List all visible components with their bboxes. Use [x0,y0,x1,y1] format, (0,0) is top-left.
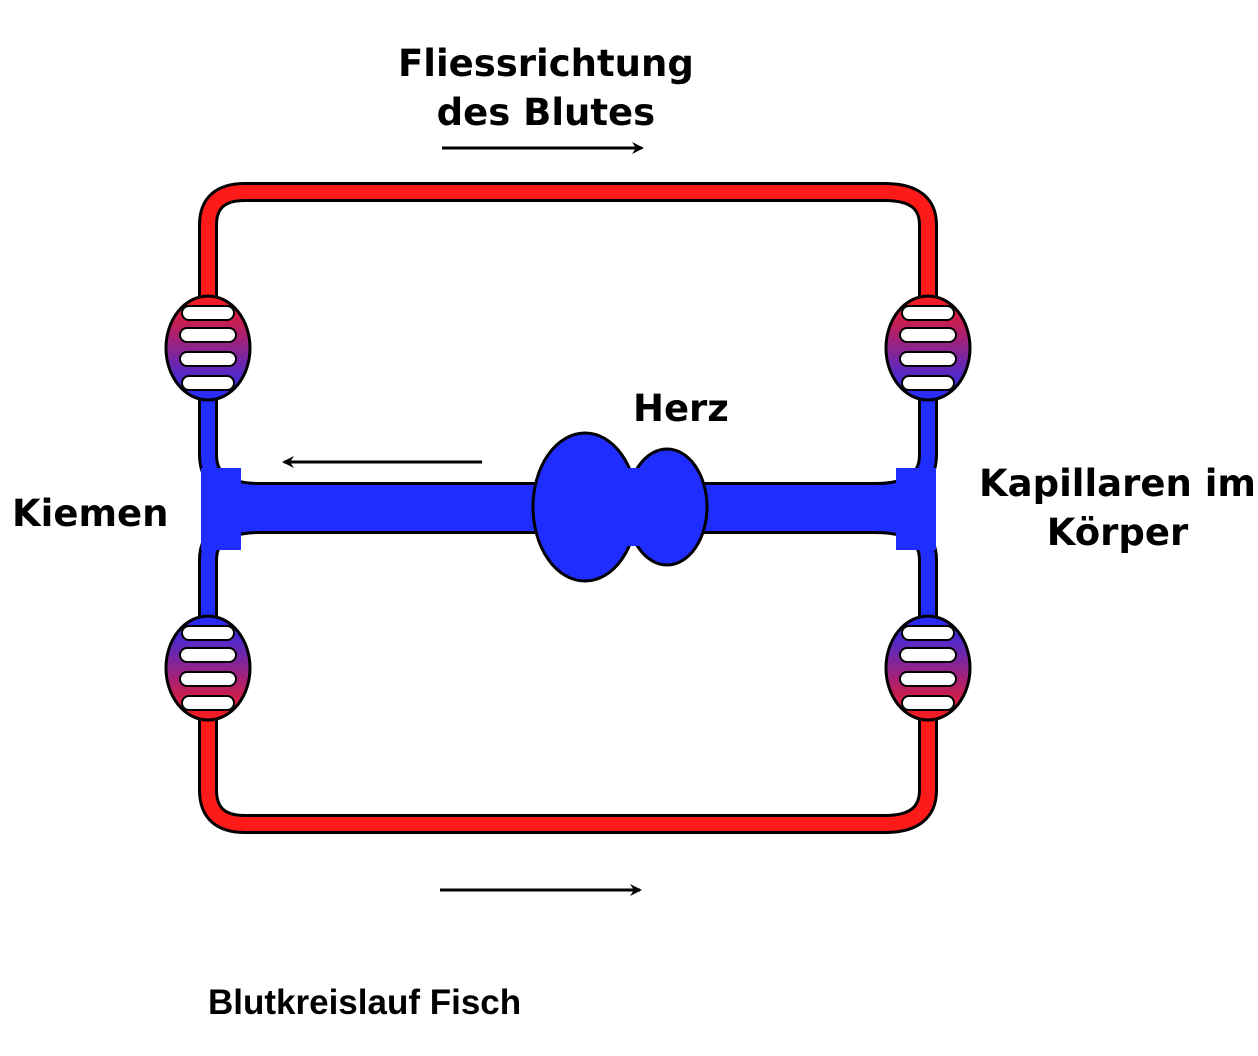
diagram-title: Blutkreislauf Fisch [208,983,522,1022]
heart-icon [531,431,709,583]
capillaries-label: Kapillaren im Körper [979,460,1256,558]
capillary-body-upper-icon [884,294,972,402]
lower-red-vessel [198,715,938,834]
capillary-gill-upper-icon [164,294,252,402]
capillary-gill-lower-icon [164,614,252,722]
flow-direction-label: Fliessrichtung des Blutes [398,40,694,138]
heart-label: Herz [633,387,729,430]
flow-direction-line1: Fliessrichtung [398,42,694,85]
capillary-body-lower-icon [884,614,972,722]
gills-label: Kiemen [12,492,169,535]
flow-direction-line2: des Blutes [436,90,656,134]
capillaries-line2: Körper [1046,510,1189,554]
upper-red-vessel [198,182,938,300]
capillaries-line1: Kapillaren im [979,462,1256,505]
